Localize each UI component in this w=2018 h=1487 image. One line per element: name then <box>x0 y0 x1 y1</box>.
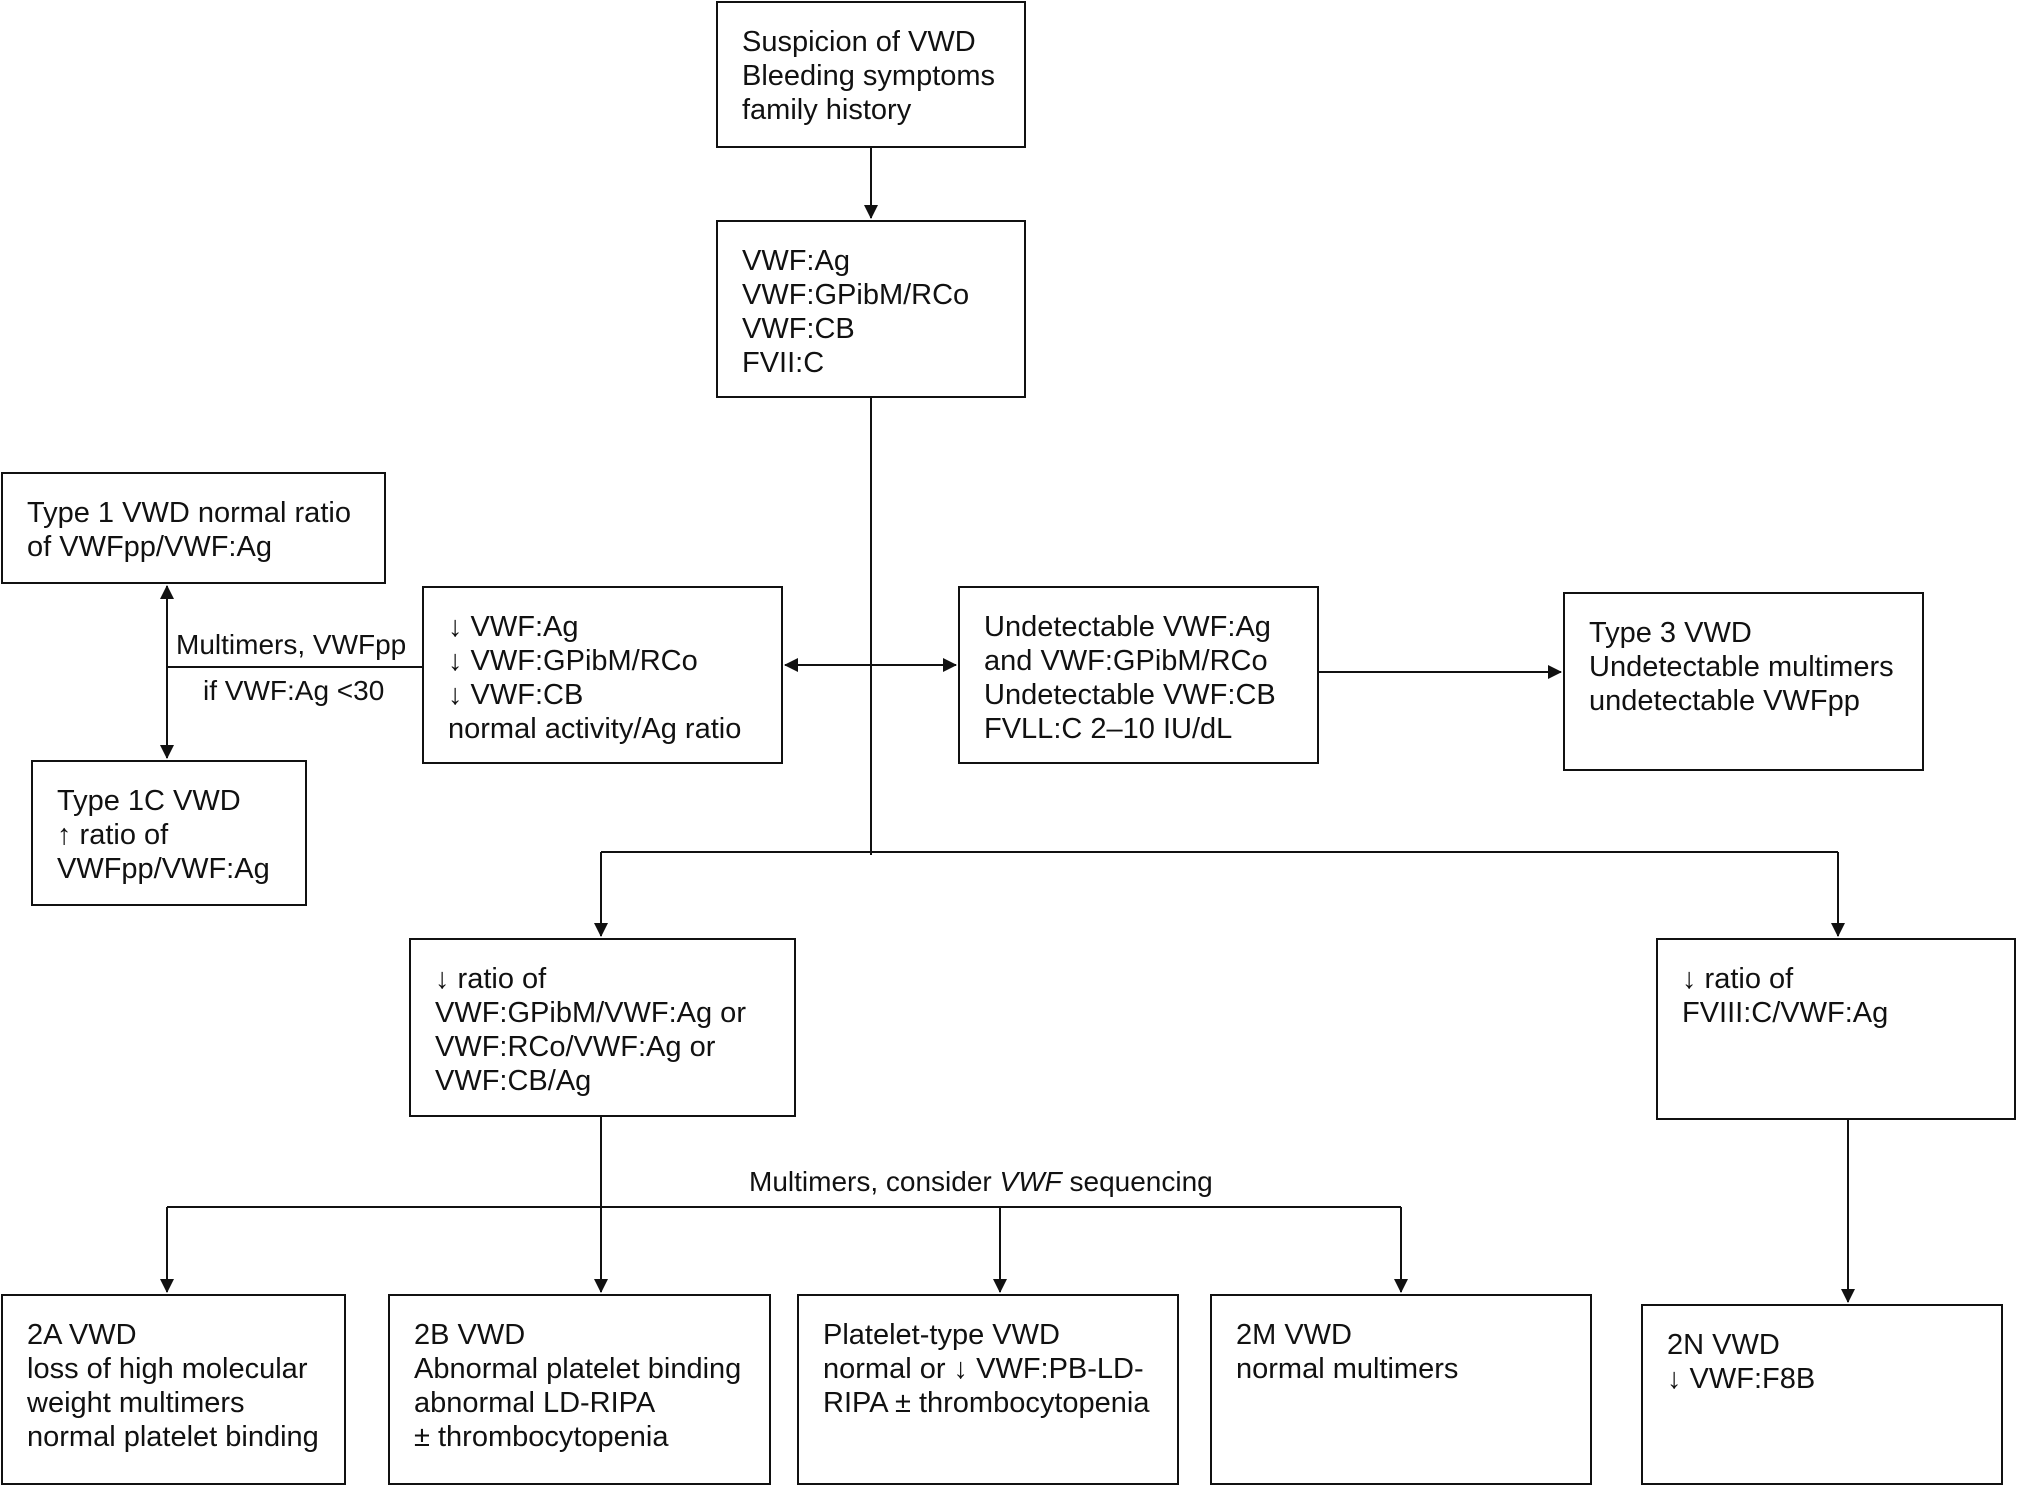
box-line: VWF:GPibM/RCo <box>742 279 970 311</box>
box-line: Type 3 VWD <box>1589 617 1752 649</box>
box-line: abnormal LD-RIPA <box>414 1387 656 1419</box>
box-line: Type 1 VWD normal ratio <box>27 497 351 529</box>
box-line: and VWF:GPibM/RCo <box>984 645 1268 677</box>
box-line: 2B VWD <box>414 1319 526 1351</box>
box-decreased: ↓ VWF:Ag ↓ VWF:GPibM/RCo ↓ VWF:CB normal… <box>422 586 783 764</box>
box-suspicion: Suspicion of VWD Bleeding symptoms famil… <box>716 1 1026 148</box>
box-line: VWFpp/VWF:Ag <box>57 853 270 885</box>
box-line: ± thrombocytopenia <box>414 1421 669 1453</box>
box-line: 2M VWD <box>1236 1319 1352 1351</box>
label-seq-suffix: sequencing <box>1061 1166 1213 1197</box>
box-type1: Type 1 VWD normal ratio of VWFpp/VWF:Ag <box>1 472 386 584</box>
box-line: ↓ ratio of <box>1682 963 1794 995</box>
box-undetectable: Undetectable VWF:Ag and VWF:GPibM/RCo Un… <box>958 586 1319 764</box>
box-line: FVLL:C 2–10 IU/dL <box>984 713 1233 745</box>
box-line: ↓ VWF:GPibM/RCo <box>448 645 698 677</box>
box-line: Undetectable VWF:CB <box>984 679 1276 711</box>
box-line: 2A VWD <box>27 1319 137 1351</box>
box-line: weight multimers <box>27 1387 245 1419</box>
box-line: ↓ VWF:CB <box>448 679 584 711</box>
box-line: normal or ↓ VWF:PB-LD- <box>823 1353 1144 1385</box>
box-line: Undetectable multimers <box>1589 651 1894 683</box>
box-line: Suspicion of VWD <box>742 26 976 58</box>
box-type3: Type 3 VWD Undetectable multimers undete… <box>1563 592 1924 771</box>
box-line: loss of high molecular <box>27 1353 308 1385</box>
box-line: ↓ ratio of <box>435 963 547 995</box>
box-type2n: 2N VWD ↓ VWF:F8B <box>1641 1304 2003 1485</box>
box-type1c: Type 1C VWD ↑ ratio of VWFpp/VWF:Ag <box>31 760 307 906</box>
box-line: RIPA ± thrombocytopenia <box>823 1387 1150 1419</box>
box-line: Type 1C VWD <box>57 785 241 817</box>
box-line: ↓ VWF:F8B <box>1667 1363 1816 1395</box>
box-line: ↓ VWF:Ag <box>448 611 579 643</box>
label-if-vwf-ag: if VWF:Ag <30 <box>203 675 385 707</box>
box-line: FVII:C <box>742 347 825 379</box>
box-line: of VWFpp/VWF:Ag <box>27 531 272 563</box>
box-line: FVIII:C/VWF:Ag <box>1682 997 1889 1029</box>
box-line: normal activity/Ag ratio <box>448 713 742 745</box>
label-seq-prefix: Multimers, consider <box>749 1166 1000 1197</box>
box-ratio-gpib: ↓ ratio of VWF:GPibM/VWF:Ag or VWF:RCo/V… <box>409 938 796 1117</box>
label-seq-gene: VWF <box>999 1166 1062 1197</box>
box-line: VWF:RCo/VWF:Ag or <box>435 1031 716 1063</box>
box-initial-tests: VWF:Ag VWF:GPibM/RCo VWF:CB FVII:C <box>716 220 1026 398</box>
box-line: VWF:GPibM/VWF:Ag or <box>435 997 746 1029</box>
box-line: Undetectable VWF:Ag <box>984 611 1271 643</box>
box-ratio-fviii: ↓ ratio of FVIII:C/VWF:Ag <box>1656 938 2016 1120</box>
box-type2a: 2A VWD loss of high molecular weight mul… <box>1 1294 346 1485</box>
box-platelet-type: Platelet-type VWD normal or ↓ VWF:PB-LD-… <box>797 1294 1179 1485</box>
box-line: VWF:CB <box>742 313 855 345</box>
box-type2m: 2M VWD normal multimers <box>1210 1294 1592 1485</box>
label-multimers-vwfpp: Multimers, VWFpp <box>176 629 407 661</box>
label-multimers-sequencing: Multimers, consider VWF sequencing <box>749 1166 1213 1198</box>
box-line: ↑ ratio of <box>57 819 169 851</box>
box-line: Platelet-type VWD <box>823 1319 1060 1351</box>
box-line: Bleeding symptoms <box>742 60 996 92</box>
box-line: family history <box>742 94 912 126</box>
box-type2b: 2B VWD Abnormal platelet binding abnorma… <box>388 1294 771 1485</box>
box-line: VWF:Ag <box>742 245 850 277</box>
box-line: normal multimers <box>1236 1353 1459 1385</box>
box-line: undetectable VWFpp <box>1589 685 1860 717</box>
box-line: VWF:CB/Ag <box>435 1065 592 1097</box>
box-line: Abnormal platelet binding <box>414 1353 742 1385</box>
box-line: 2N VWD <box>1667 1329 1780 1361</box>
box-line: normal platelet binding <box>27 1421 319 1453</box>
